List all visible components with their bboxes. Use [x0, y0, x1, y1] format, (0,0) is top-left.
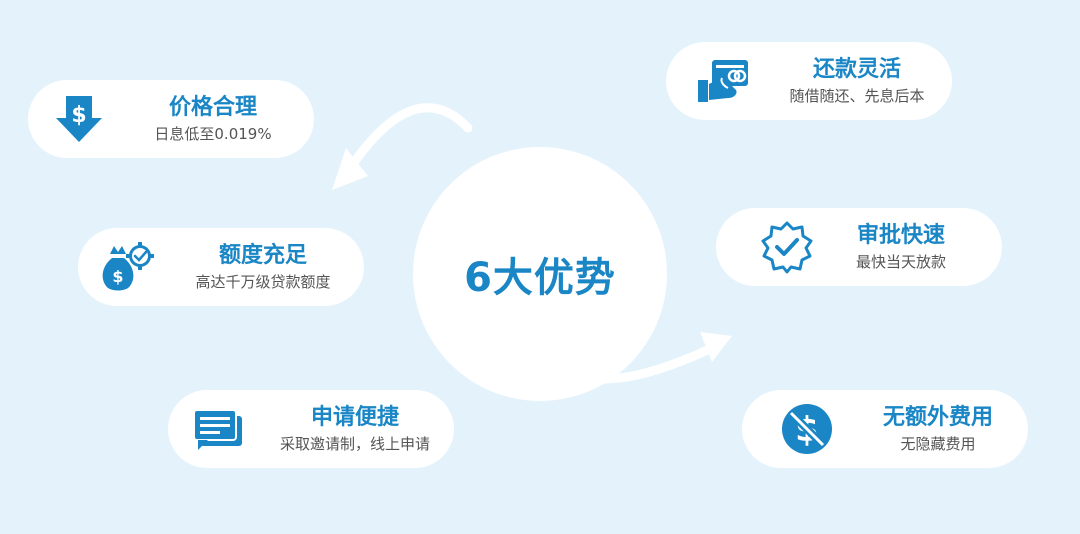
chat-bubbles-icon: [190, 402, 244, 456]
check-badge-icon: [760, 220, 814, 274]
card-title: 价格合理: [168, 95, 257, 120]
card-apply: 申请便捷 采取邀请制，线上申请: [168, 390, 454, 468]
dollar-down-arrow-icon: $: [52, 92, 106, 146]
no-dollar-icon: $: [780, 402, 834, 456]
card-repay: 还款灵活 随借随还、先息后本: [666, 42, 952, 120]
svg-text:$: $: [112, 267, 123, 286]
card-nofee: $ 无额外费用 无隐藏费用: [742, 390, 1028, 468]
money-bag-gear-icon: $: [100, 240, 154, 294]
card-subtitle: 最快当天放款: [855, 253, 946, 271]
card-subtitle: 采取邀请制，线上申请: [279, 435, 430, 453]
card-quota: $ 额度充足 高达千万级贷款额度: [78, 228, 364, 306]
card-subtitle: 随借随还、先息后本: [789, 87, 925, 105]
svg-text:$: $: [71, 103, 86, 128]
card-title: 申请便捷: [310, 405, 399, 430]
card-review: 审批快速 最快当天放款: [716, 208, 1002, 286]
card-title: 额度充足: [218, 243, 307, 268]
card-price: $ 价格合理 日息低至0.019%: [28, 80, 314, 158]
card-title: 审批快速: [856, 223, 945, 248]
center-title: 6大优势: [464, 255, 616, 301]
card-title: 还款灵活: [812, 57, 901, 82]
card-title: 无额外费用: [882, 405, 993, 430]
arrow-upper-left: [332, 103, 473, 190]
hand-card-icon: [696, 54, 750, 108]
card-subtitle: 无隐藏费用: [900, 435, 976, 453]
card-subtitle: 高达千万级贷款额度: [195, 273, 331, 291]
center-circle: 6大优势: [413, 147, 667, 401]
card-subtitle: 日息低至0.019%: [154, 125, 272, 143]
